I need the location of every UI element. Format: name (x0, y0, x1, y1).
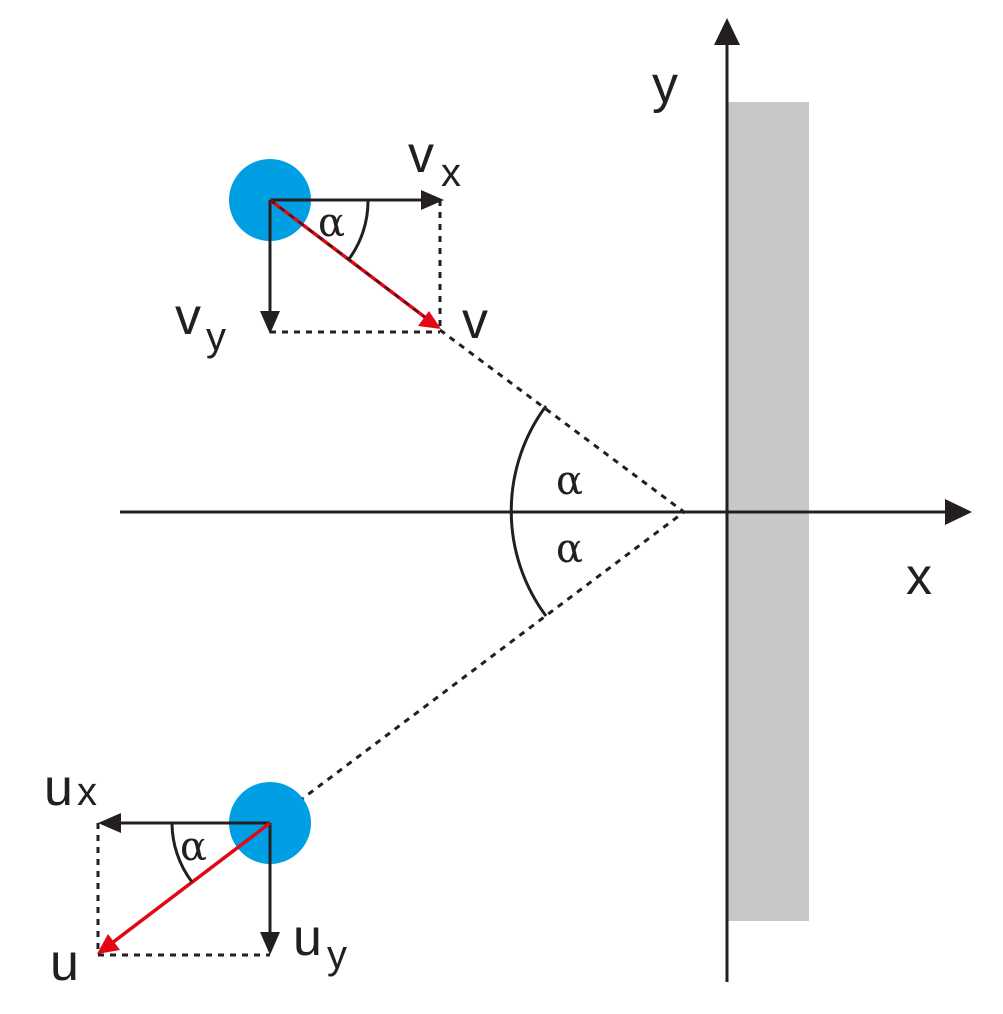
u-y-label-sub: y (327, 933, 347, 977)
u-x-label-sub: x (77, 770, 97, 814)
v-y-arrowhead (260, 311, 280, 334)
bottom-angle-arc (170, 822, 194, 883)
u-vector-arrowhead (97, 934, 120, 954)
x-axis-label: x (906, 548, 932, 606)
incoming-trajectory (439, 328, 685, 514)
v-x-label-sub: x (441, 151, 461, 195)
u-y-label-main: u (293, 909, 322, 967)
alpha-top-label: α (318, 200, 345, 246)
center-angle-arc (509, 405, 548, 617)
alpha-center-lower-label: α (556, 526, 583, 572)
v-x-arrowhead (421, 190, 444, 210)
u-label: u (50, 934, 79, 992)
u-x-arrowhead (98, 813, 121, 833)
v-x-label-main: v (408, 126, 434, 184)
alpha-bottom-label: α (180, 824, 207, 870)
u-vector (110, 821, 272, 945)
v-y-label-sub: y (206, 315, 226, 359)
y-axis-arrowhead (714, 18, 740, 45)
u-x-label-main: u (44, 759, 73, 817)
y-axis-label: y (652, 56, 678, 114)
v-vector-dash-overlay (269, 199, 427, 319)
alpha-center-upper-label: α (556, 458, 583, 504)
x-axis-arrowhead (945, 499, 972, 525)
u-y-arrowhead (260, 932, 280, 955)
v-vector-arrowhead (418, 311, 441, 329)
v-label: v (462, 292, 488, 350)
top-angle-arc (347, 199, 370, 260)
outgoing-trajectory (269, 510, 685, 825)
v-y-label-main: v (175, 288, 201, 346)
